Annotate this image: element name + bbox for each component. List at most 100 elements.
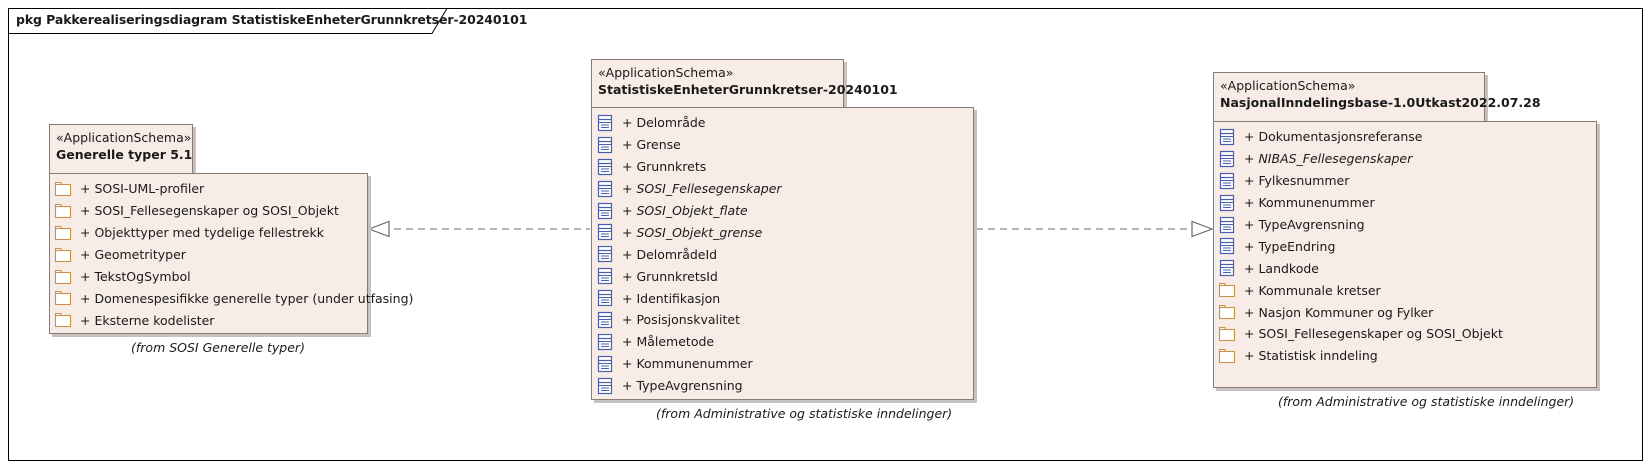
package-icon — [54, 180, 72, 198]
class-icon — [596, 114, 614, 132]
package-member[interactable]: + Landkode — [1218, 257, 1596, 279]
package-member[interactable]: + Identifikasjon — [596, 287, 973, 309]
package-statistiske-body[interactable]: + Delområde+ Grense + Grunnkrets + SOSI_Fe… — [591, 107, 974, 400]
package-member-label: + NIBAS_Fellesegenskaper — [1244, 151, 1413, 167]
package-stereotype: «ApplicationSchema» — [56, 130, 192, 145]
package-nasjonal-tab[interactable]: «ApplicationSchema» NasjonalInndelingsba… — [1213, 72, 1541, 122]
class-icon — [596, 289, 614, 307]
class-icon — [596, 377, 614, 395]
class-icon — [596, 355, 614, 373]
package-member-label: + Statistisk inndeling — [1244, 348, 1378, 364]
package-member[interactable]: + TypeEndring — [1218, 235, 1596, 257]
package-member-label: + Landkode — [1244, 260, 1319, 276]
package-statistiske-tab[interactable]: «ApplicationSchema» StatistiskeEnheterGr… — [591, 59, 898, 108]
package-member[interactable]: + Målemetode — [596, 331, 973, 353]
class-icon — [596, 245, 614, 263]
class-icon — [596, 136, 614, 154]
package-member-label: + Målemetode — [622, 334, 715, 350]
package-member[interactable]: + Dokumentasjonsreferanse — [1218, 126, 1596, 148]
package-member[interactable]: + Posisjonskvalitet — [596, 309, 973, 331]
package-member-label: + Domenespesifikke generelle typer (unde… — [80, 290, 414, 306]
package-member[interactable]: + TypeAvgrensning — [596, 375, 973, 397]
package-member-label: + Grunnkrets — [622, 159, 707, 175]
diagram-frame — [8, 8, 1643, 461]
package-member[interactable]: + Kommunenummer — [1218, 192, 1596, 214]
package-name: StatistiskeEnheterGrunnkretser-20240101 — [598, 82, 898, 97]
package-member[interactable]: + Eksterne kodelister — [54, 309, 367, 331]
package-member-label: + Fylkesnummer — [1244, 173, 1350, 189]
package-member[interactable]: + Grense — [596, 134, 973, 156]
package-nasjonal-from: (from Administrative og statistiske innd… — [1278, 394, 1575, 409]
package-member[interactable]: + TypeAvgrensning — [1218, 214, 1596, 236]
realization-arrowhead-left — [367, 220, 390, 238]
package-member-label: + TypeAvgrensning — [622, 378, 743, 394]
package-member-label: + Geometrityper — [80, 247, 186, 263]
package-member[interactable]: + Statistisk inndeling — [1218, 345, 1596, 367]
package-member-label: + SOSI_Objekt_grense — [622, 224, 763, 240]
package-member[interactable]: + Objekttyper med tydelige fellestrekk — [54, 222, 367, 244]
package-icon — [1218, 347, 1236, 365]
package-member[interactable]: + Delområde — [596, 112, 973, 134]
package-member-label: + Identifikasjon — [622, 290, 721, 306]
package-member[interactable]: + Fylkesnummer — [1218, 170, 1596, 192]
package-member-label: + Kommunenummer — [1244, 195, 1375, 211]
package-member[interactable]: + SOSI_Fellesegenskaper og SOSI_Objekt — [54, 200, 367, 222]
package-member-label: + Kommunale kretser — [1244, 282, 1381, 298]
class-icon — [596, 311, 614, 329]
package-member-label: + SOSI_Fellesegenskaper og SOSI_Objekt — [80, 203, 339, 219]
package-member[interactable]: + TekstOgSymbol — [54, 266, 367, 288]
class-icon — [1218, 194, 1236, 212]
package-member-label: + GrunnkretsId — [622, 268, 718, 284]
package-member[interactable]: + Domenespesifikke generelle typer (unde… — [54, 287, 413, 309]
package-member[interactable]: + GrunnkretsId — [596, 265, 973, 287]
package-member-label: + DelområdeId — [622, 246, 718, 262]
package-member-label: + TypeAvgrensning — [1244, 217, 1365, 232]
package-member[interactable]: + SOSI_Fellesegenskaper — [596, 178, 973, 200]
class-icon — [1218, 237, 1236, 255]
package-name: NasjonalInndelingsbase-1.0Utkast2022.07.… — [1220, 95, 1541, 110]
package-member[interactable]: + SOSI_Objekt_flate — [596, 200, 973, 222]
package-member-label: + SOSI_Fellesegenskaper — [622, 181, 782, 197]
frame-title-tab — [8, 8, 448, 34]
class-icon — [596, 158, 614, 176]
package-member-label: + TypeEndring — [1244, 238, 1336, 254]
package-generelle-tab[interactable]: «ApplicationSchema» Generelle typer 5.1 — [49, 124, 193, 174]
class-icon — [1218, 128, 1236, 146]
package-member-label: + Nasjon Kommuner og Fylker — [1244, 304, 1434, 320]
frame-title: pkg Pakkerealiseringsdiagram Statistiske… — [16, 12, 528, 27]
package-member[interactable]: + SOSI_Fellesegenskaper og SOSI_Objekt — [1218, 323, 1596, 345]
package-member-label: + SOSI_Objekt_flate — [622, 203, 748, 218]
package-generelle-body[interactable]: + SOSI-UML-profiler + SOSI_Fellesegenskap… — [49, 173, 413, 334]
realization-arrowhead-right — [1191, 220, 1214, 238]
package-member-label: + TekstOgSymbol — [80, 269, 191, 284]
package-icon — [54, 202, 72, 220]
package-stereotype: «ApplicationSchema» — [1220, 78, 1356, 93]
package-member[interactable]: + Kommunale kretser — [1218, 279, 1596, 301]
class-icon — [1218, 150, 1236, 168]
package-member[interactable]: + DelområdeId — [596, 243, 973, 265]
package-member[interactable]: + SOSI-UML-profiler — [54, 178, 367, 200]
package-member[interactable]: + NIBAS_Fellesegenskaper — [1218, 148, 1596, 170]
package-member[interactable]: + Nasjon Kommuner og Fylker — [1218, 301, 1596, 323]
class-icon — [596, 333, 614, 351]
package-icon — [54, 268, 72, 286]
class-icon — [596, 180, 614, 198]
package-member[interactable]: + Geometrityper — [54, 244, 367, 266]
package-member[interactable]: + SOSI_Objekt_grense — [596, 221, 973, 243]
class-icon — [1218, 216, 1236, 234]
package-statistiske-from: (from Administrative og statistiske innd… — [656, 406, 953, 421]
class-icon — [596, 267, 614, 285]
package-icon — [1218, 281, 1236, 299]
class-icon — [1218, 259, 1236, 277]
package-member-label: + SOSI-UML-profiler — [80, 181, 205, 197]
package-nasjonal-body[interactable]: + Dokumentasjonsreferanse + NIBAS_Fellese… — [1213, 121, 1597, 388]
package-icon — [1218, 325, 1236, 343]
package-icon — [54, 224, 72, 242]
package-member-label: + Posisjonskvalitet — [622, 312, 740, 328]
package-member-label: + Dokumentasjonsreferanse — [1244, 129, 1423, 145]
class-icon — [596, 202, 614, 220]
package-member[interactable]: + Grunnkrets — [596, 156, 973, 178]
package-member[interactable]: + Kommunenummer — [596, 353, 973, 375]
package-member-label: + Objekttyper med tydelige fellestrekk — [80, 225, 324, 241]
